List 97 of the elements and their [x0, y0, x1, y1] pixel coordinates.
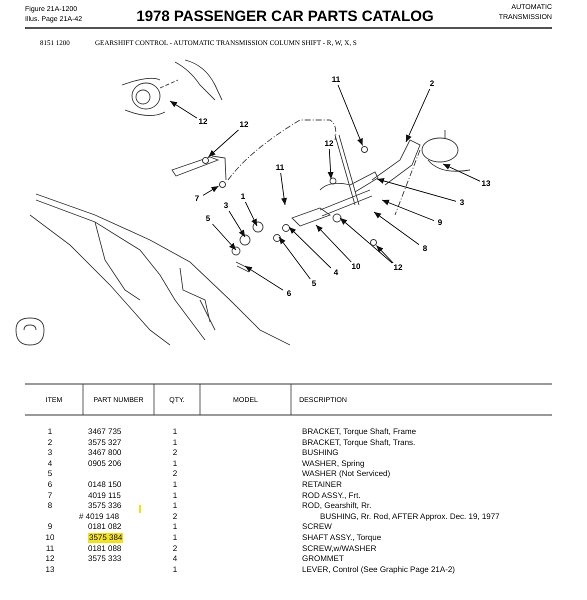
callout-number: 11: [274, 163, 286, 173]
leader-line: [288, 226, 332, 268]
leader-line: [228, 210, 246, 238]
leader-line: [406, 88, 430, 142]
leader-line: [278, 236, 311, 280]
part-description: ROD, Gearshift, Rr.: [302, 501, 372, 512]
leader-line: [202, 186, 219, 196]
callout-number: 12: [238, 120, 250, 130]
callout-number: 10: [350, 262, 362, 272]
part-description: WASHER (Not Serviced): [302, 469, 390, 480]
part-number: 3467 735: [88, 427, 122, 437]
item-number: 7: [46, 490, 54, 501]
quantity: 1: [172, 522, 178, 532]
callout-number: 11: [330, 75, 342, 85]
part-number: 0148 150: [88, 480, 122, 490]
quantity: 2: [172, 469, 178, 480]
leader-line: [338, 84, 364, 146]
quantity: 1: [172, 480, 178, 490]
item-number: 5: [46, 469, 54, 480]
part-description: SCREW,w/WASHER: [302, 544, 376, 554]
leader-line: [280, 172, 288, 206]
quantity: 1: [172, 501, 178, 512]
part-description: GROMMET: [302, 554, 344, 564]
leader-line: [340, 218, 393, 264]
part-number: 3575 333: [88, 554, 122, 564]
part-description: BUSHING, Rr. Rod, AFTER Approx. Dec. 19, 1977: [320, 512, 500, 522]
leader-line: [374, 212, 420, 246]
part-number: 0181 082: [88, 522, 122, 532]
callout-number: 8: [419, 244, 431, 254]
part-description: BUSHING: [302, 448, 338, 458]
callout-number: 1: [237, 192, 249, 202]
item-number: 13: [44, 564, 56, 575]
quantity: 2: [172, 448, 178, 458]
callout-number: 2: [426, 79, 438, 89]
quantity: 1: [172, 458, 178, 469]
quantity: 1: [172, 564, 178, 575]
item-number: 1: [46, 427, 54, 437]
part-number: 3575 336: [88, 501, 122, 512]
grommet-part: [360, 146, 368, 152]
callout-number: 12: [323, 139, 335, 149]
part-number: 3575 384: [88, 533, 124, 543]
callout-number: 3: [456, 198, 468, 208]
item-number: 4: [46, 458, 54, 469]
callout-number: 13: [480, 179, 492, 189]
callout-number: 12: [392, 263, 404, 273]
leader-line: [244, 202, 258, 226]
part-description: SCREW: [302, 522, 332, 532]
part-description: SHAFT ASSY., Torque: [302, 533, 382, 543]
part-number: 4019 115: [88, 490, 121, 501]
quantity: 1: [172, 533, 178, 543]
part-description: BRACKET, Torque Shaft, Frame: [302, 427, 416, 437]
callout-number: 4: [330, 268, 342, 278]
part-description: WASHER, Spring: [302, 458, 364, 469]
leader-line: [170, 100, 198, 119]
item-number: 2: [46, 438, 54, 448]
callout-number: 7: [191, 194, 203, 204]
quantity: 1: [172, 438, 178, 448]
part-number: # 4019 148: [79, 512, 120, 522]
item-number: 9: [46, 522, 54, 532]
quantity: 4: [172, 554, 178, 564]
callout-number: 5: [308, 279, 320, 289]
callout-number: 9: [434, 218, 446, 228]
quantity: 2: [172, 544, 178, 554]
quantity: 1: [172, 427, 178, 437]
quantity: 2: [172, 512, 178, 522]
grommet-part: [202, 156, 208, 164]
part-description: BRACKET, Torque Shaft, Trans.: [302, 438, 416, 448]
part-number: 0905 206: [88, 458, 122, 469]
item-number: 10: [44, 533, 56, 543]
callout-number: 5: [202, 214, 214, 224]
quantity: 1: [172, 490, 178, 501]
item-number: 11: [44, 544, 56, 554]
item-number: 12: [44, 554, 56, 564]
part-number: 3575 327: [88, 438, 122, 448]
item-number: 3: [46, 448, 54, 458]
catalog-title: 1978 PASSENGER CAR PARTS CATALOG: [135, 8, 435, 26]
part-number: 3467 800: [88, 448, 122, 458]
item-number: 6: [46, 480, 54, 490]
grommet-part: [218, 180, 226, 188]
leader-line: [208, 130, 239, 158]
grommet-part: [370, 238, 376, 246]
part-description: ROD ASSY., Frt.: [302, 490, 361, 501]
leader-line: [376, 245, 394, 264]
leader-line: [382, 200, 434, 222]
leader-line: [376, 178, 456, 202]
item-number: 8: [46, 501, 54, 512]
leader-line: [212, 224, 236, 250]
leader-line: [442, 164, 480, 182]
part-description: RETAINER: [302, 480, 342, 490]
leader-line: [316, 224, 352, 262]
part-number: 0181 088: [88, 544, 122, 554]
part-description: LEVER, Control (See Graphic Page 21A-2): [302, 564, 455, 575]
callout-number: 6: [283, 289, 295, 299]
callout-number: 3: [220, 201, 232, 211]
leader-line: [328, 148, 334, 180]
leader-line: [244, 266, 284, 291]
callout-number: 12: [197, 117, 209, 127]
